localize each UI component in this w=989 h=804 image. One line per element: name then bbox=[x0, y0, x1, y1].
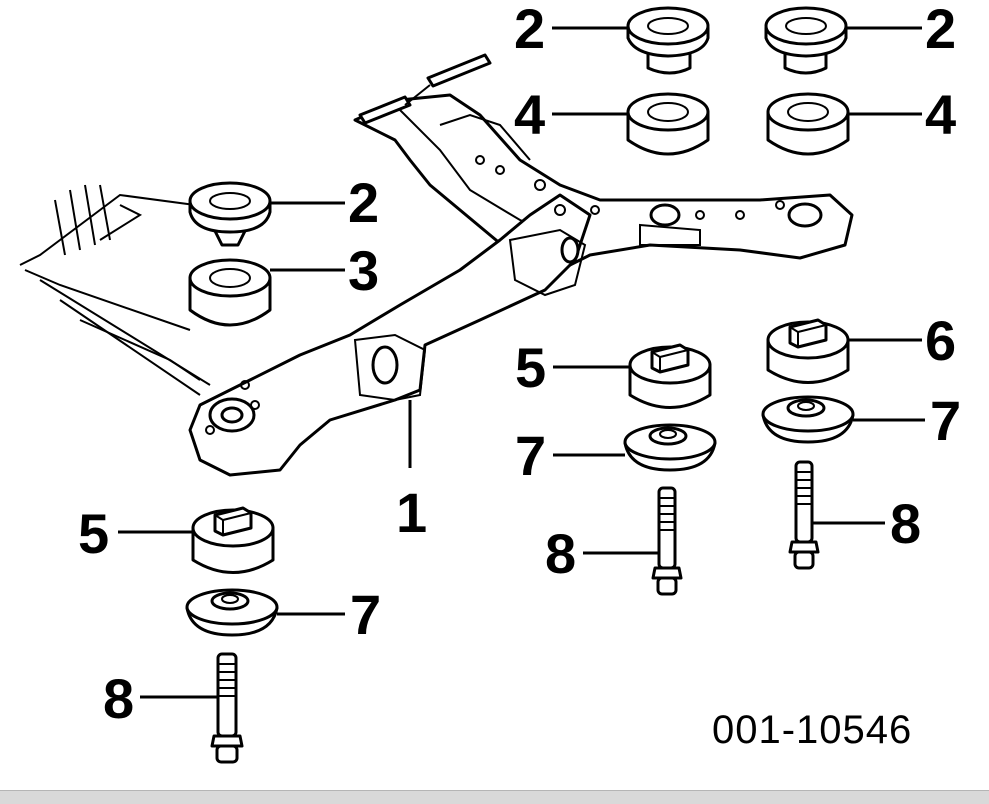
bolt-center[interactable] bbox=[651, 486, 683, 596]
spacer-cushion-center[interactable] bbox=[626, 92, 710, 156]
callout-5: 5 bbox=[515, 336, 546, 399]
callout-5: 5 bbox=[78, 502, 109, 565]
callout-2: 2 bbox=[348, 171, 379, 234]
bottom-strip bbox=[0, 790, 989, 804]
callout-2: 2 bbox=[925, 0, 956, 60]
callout-8: 8 bbox=[890, 492, 921, 555]
callout-7: 7 bbox=[930, 389, 961, 452]
lower-cushion-left[interactable] bbox=[191, 506, 275, 574]
callout-7: 7 bbox=[515, 424, 546, 487]
lower-cushion-right[interactable] bbox=[766, 318, 850, 384]
callout-4: 4 bbox=[925, 83, 956, 146]
leader-lines bbox=[118, 26, 925, 699]
retainer-center[interactable] bbox=[623, 423, 717, 472]
callout-7: 7 bbox=[350, 583, 381, 646]
callout-8: 8 bbox=[545, 522, 576, 585]
callout-6: 6 bbox=[925, 309, 956, 372]
vehicle-body-outline bbox=[19, 184, 211, 396]
frame-crossmember[interactable] bbox=[188, 53, 854, 477]
upper-cushion-left[interactable] bbox=[188, 181, 272, 247]
callout-4: 4 bbox=[514, 83, 545, 146]
callout-labels: 2 2 4 4 2 3 5 6 7 7 8 8 5 7 8 1 bbox=[78, 0, 961, 730]
bolt-left[interactable] bbox=[210, 652, 244, 764]
spacer-cushion-right[interactable] bbox=[766, 92, 850, 156]
callout-2: 2 bbox=[514, 0, 545, 60]
callout-3: 3 bbox=[348, 239, 379, 302]
retainer-left[interactable] bbox=[185, 588, 279, 637]
callout-1: 1 bbox=[396, 481, 427, 544]
upper-cushion-top-center[interactable] bbox=[626, 6, 710, 75]
upper-cushion-top-right[interactable] bbox=[764, 6, 848, 75]
callout-8: 8 bbox=[103, 667, 134, 730]
reference-code: 001-10546 bbox=[712, 708, 912, 752]
spacer-cushion-left[interactable] bbox=[188, 258, 272, 327]
bolt-right[interactable] bbox=[788, 460, 820, 570]
lower-cushion-center[interactable] bbox=[628, 343, 712, 409]
retainer-right[interactable] bbox=[761, 395, 855, 444]
